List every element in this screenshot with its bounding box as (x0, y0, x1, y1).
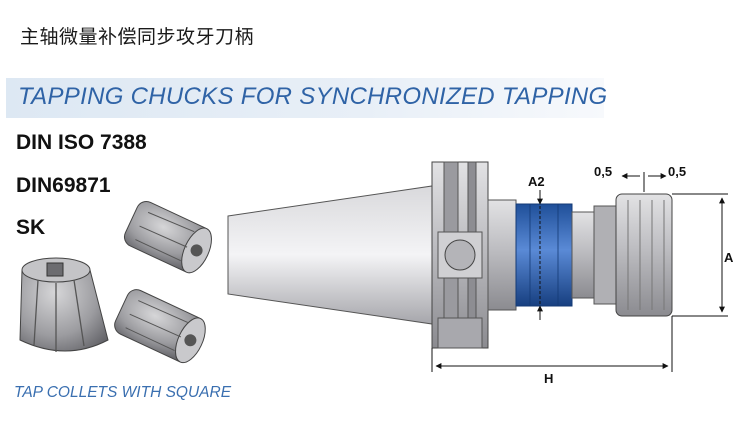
tap-collet-top (123, 201, 212, 274)
standard-din-iso: DIN ISO 7388 (16, 131, 147, 154)
dim-a2-label: A2 (528, 174, 545, 189)
standard-din69871: DIN69871 (16, 174, 111, 197)
dim-a-label: A (724, 250, 734, 265)
dim-float-right-label: 0,5 (668, 164, 686, 179)
tap-collet-bottom (114, 289, 206, 364)
title-banner (6, 78, 604, 118)
dim-h-label: H (544, 371, 553, 386)
collets-caption: TAP COLLETS WITH SQUARE (14, 384, 232, 401)
dimension-lines (431, 172, 728, 372)
tap-collet-large (19, 257, 109, 352)
tool-holder (227, 161, 673, 349)
standard-sk: SK (16, 216, 46, 239)
banner-title: TAPPING CHUCKS FOR SYNCHRONIZED TAPPING (18, 83, 608, 110)
chinese-title: 主轴微量补偿同步攻牙刀柄 (20, 26, 255, 48)
dim-float-left-label: 0,5 (594, 164, 612, 179)
